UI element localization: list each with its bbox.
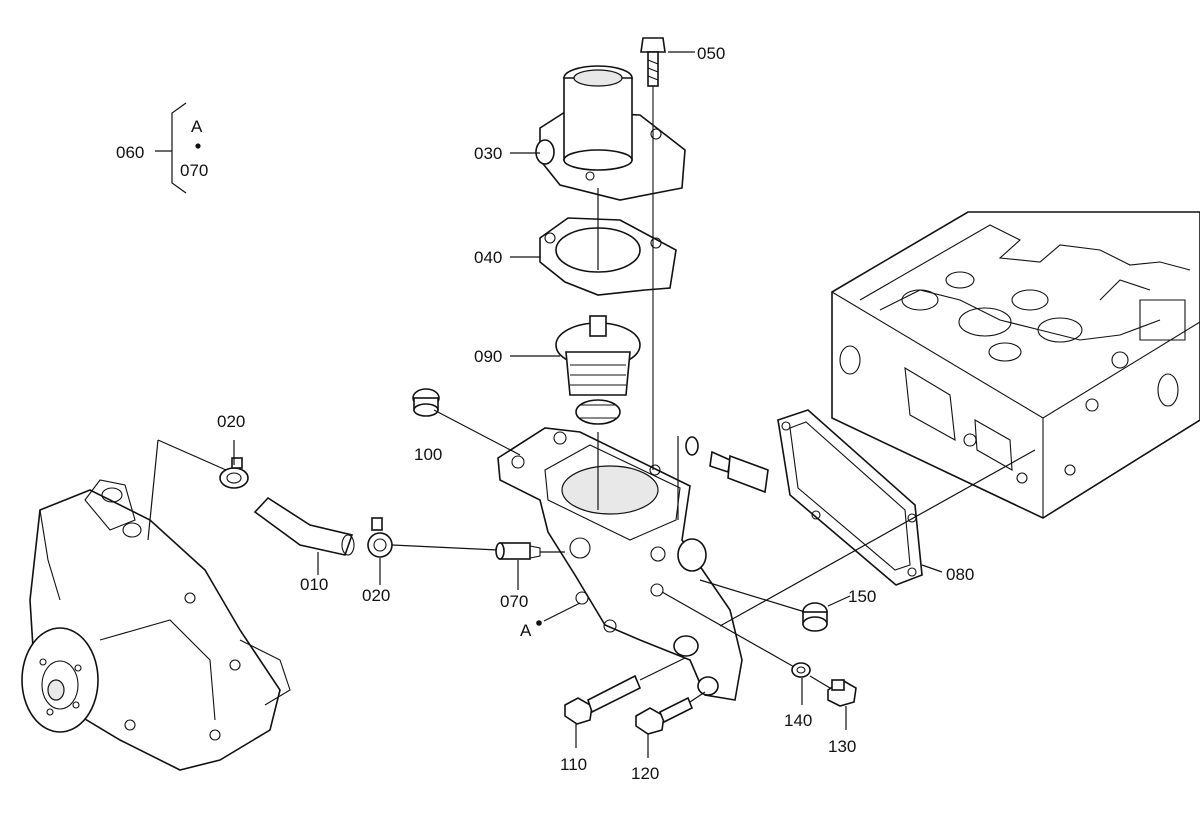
- plug-100: [412, 388, 521, 456]
- washer-and-bolt: [661, 591, 857, 707]
- callout-140[interactable]: 140: [784, 711, 812, 730]
- callout-060[interactable]: 060: [116, 143, 144, 162]
- water-pump-drawing: [21, 479, 291, 771]
- bolt-110: [564, 657, 686, 725]
- group-member-070: 070: [180, 161, 208, 180]
- callouts: 050 030 040 090 100 020 010 020 070 080 …: [217, 44, 974, 783]
- callout-070[interactable]: 070: [500, 592, 528, 611]
- callout-090[interactable]: 090: [474, 347, 502, 366]
- gasket-040: [539, 217, 677, 296]
- plug-150: [699, 579, 851, 632]
- callout-080[interactable]: 080: [946, 565, 974, 584]
- callout-100[interactable]: 100: [414, 445, 442, 464]
- group-legend: 060 A 070: [116, 102, 208, 194]
- leader-lines: [233, 51, 1036, 758]
- hose-assembly: [147, 439, 499, 558]
- callout-020-right[interactable]: 020: [362, 586, 390, 605]
- bolt-120: [635, 691, 706, 735]
- callout-150[interactable]: 150: [848, 587, 876, 606]
- callout-030[interactable]: 030: [474, 144, 502, 163]
- callout-040[interactable]: 040: [474, 248, 502, 267]
- nipple-070: [495, 542, 565, 560]
- callout-130[interactable]: 130: [828, 737, 856, 756]
- callout-020-left[interactable]: 020: [217, 412, 245, 431]
- callout-050[interactable]: 050: [697, 44, 725, 63]
- thermostat-090: [555, 315, 641, 425]
- cylinder-head-drawing: [831, 211, 1200, 519]
- clamp-020-right: [367, 517, 393, 558]
- group-ref-a: A: [191, 117, 203, 136]
- callout-120[interactable]: 120: [631, 764, 659, 783]
- gasket-080: [777, 409, 923, 586]
- temperature-sensor: [677, 436, 769, 520]
- group-dot: [195, 143, 201, 149]
- clamp-020-left: [219, 457, 249, 489]
- bolt-050: [640, 37, 666, 470]
- callout-110[interactable]: 110: [560, 755, 587, 774]
- water-flange-030: [535, 65, 686, 201]
- thermostat-housing: [497, 427, 743, 701]
- ref-point-a-label: A: [520, 621, 532, 640]
- callout-010[interactable]: 010: [300, 575, 328, 594]
- ref-point-a-dot: [536, 620, 542, 626]
